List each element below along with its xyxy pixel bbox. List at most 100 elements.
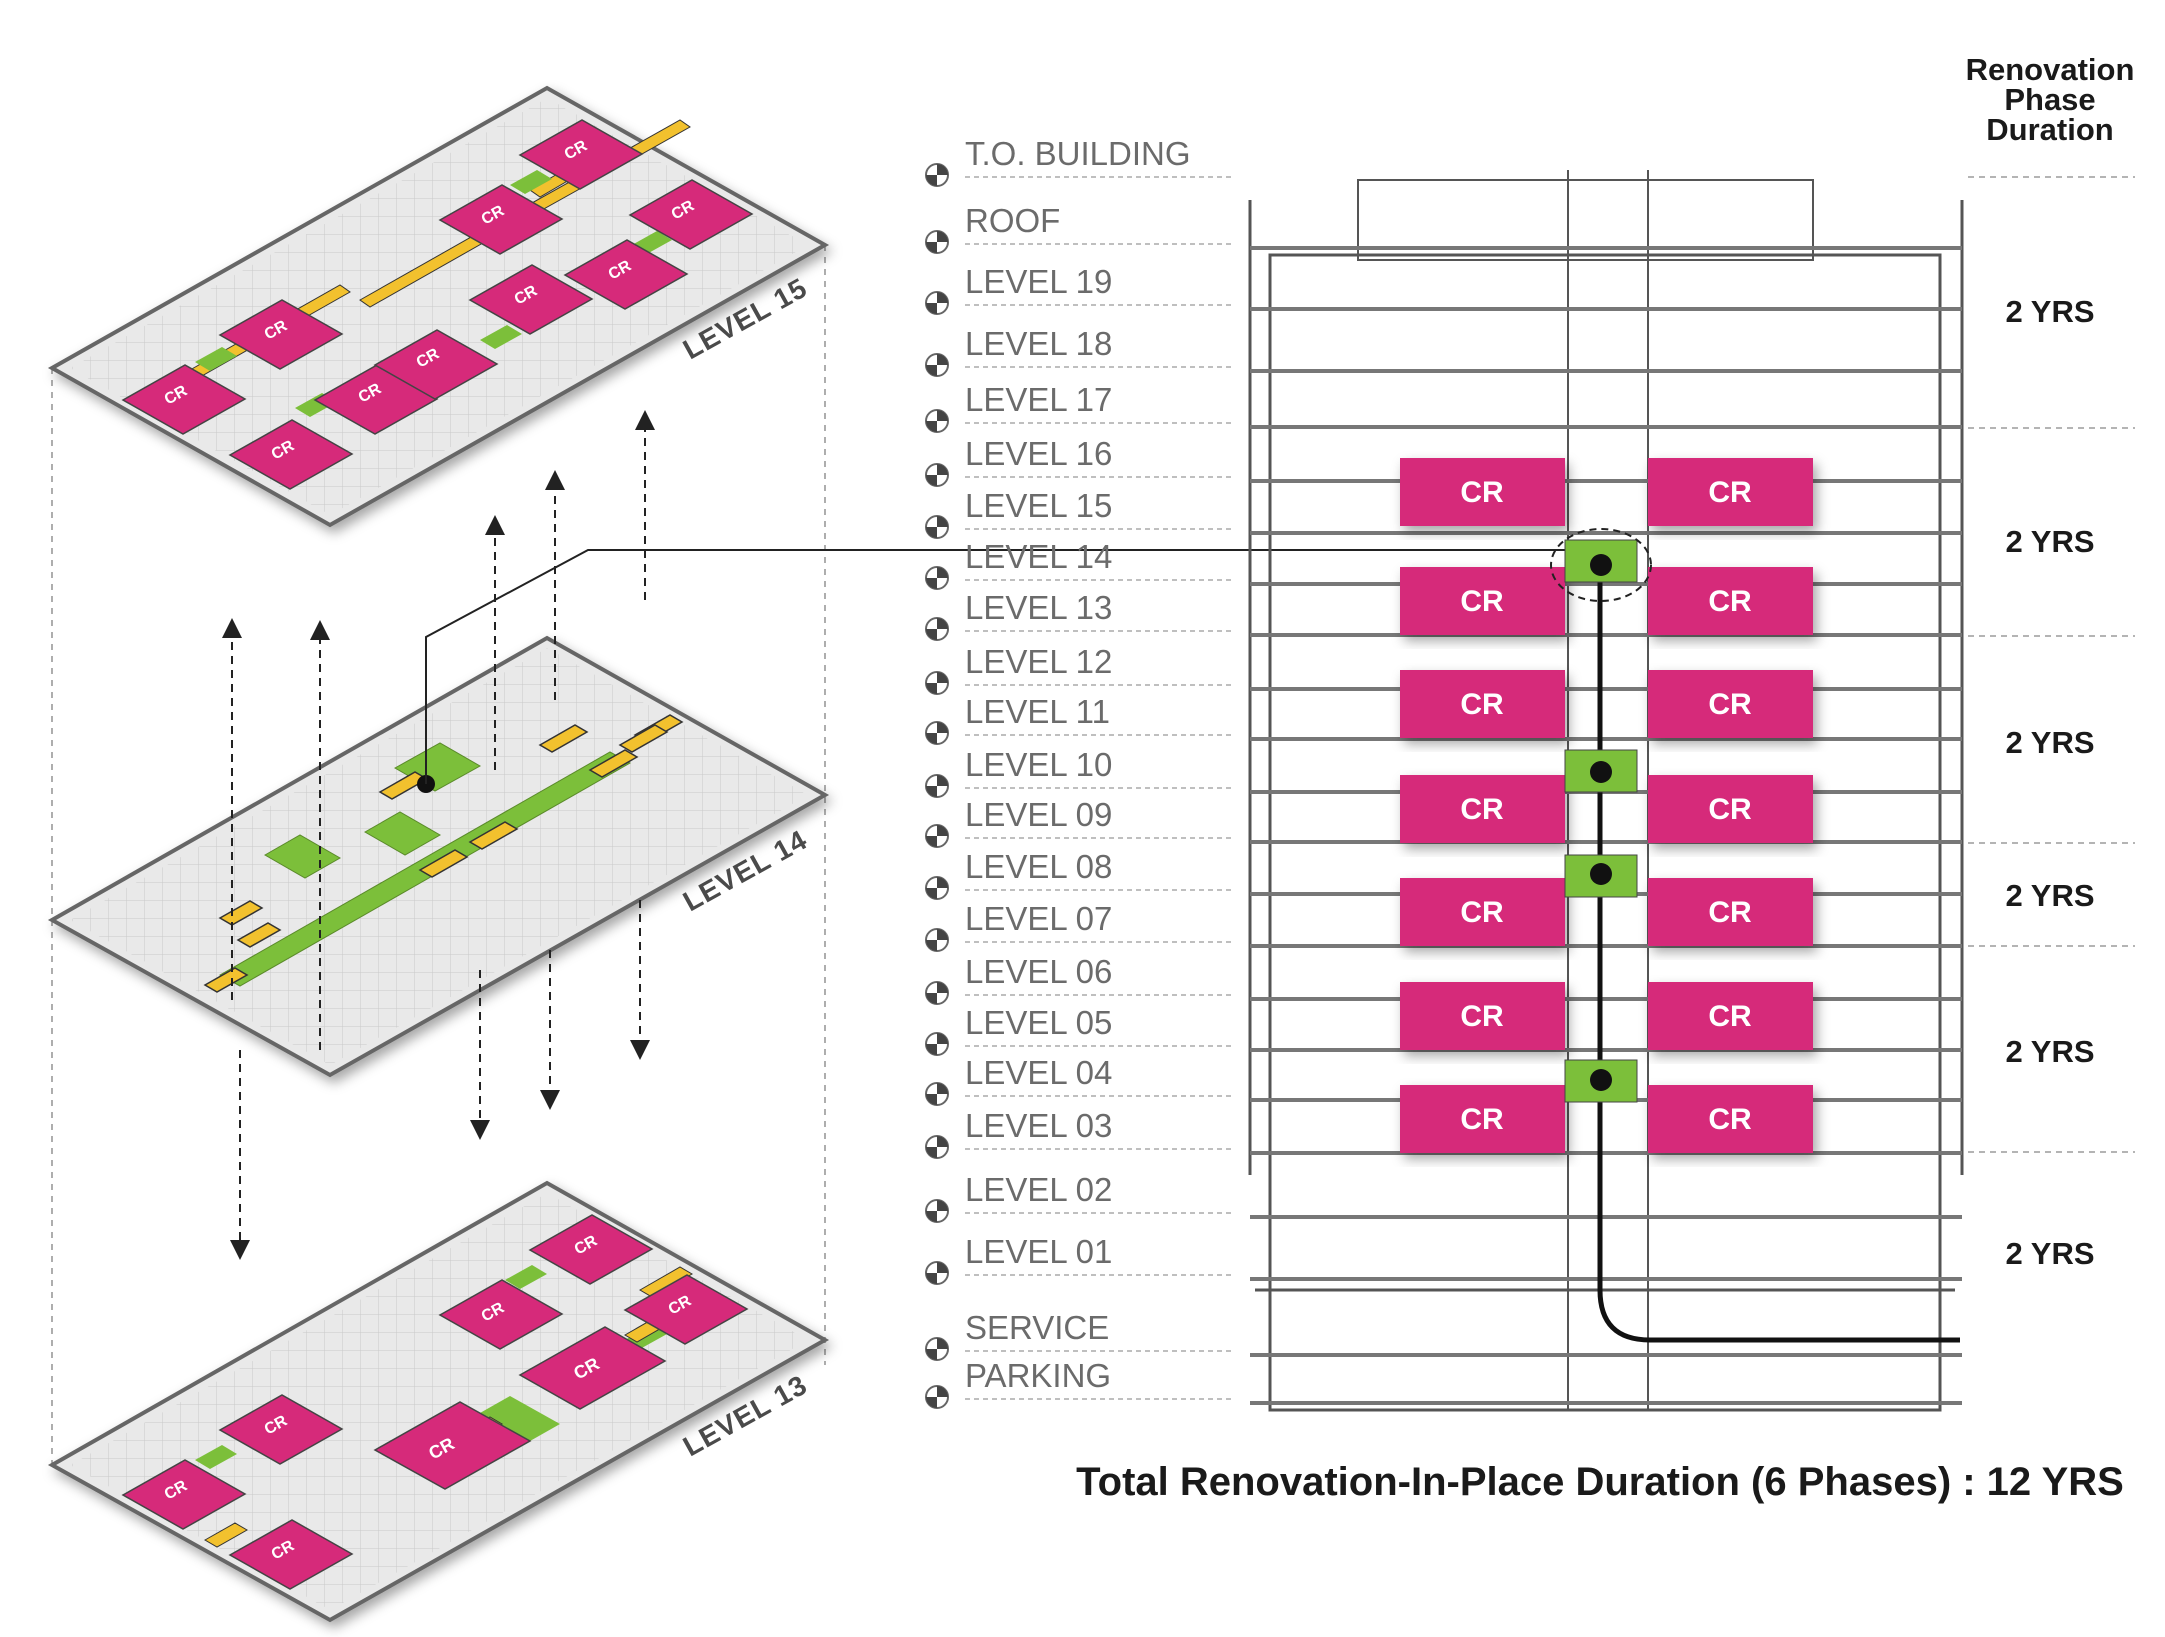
cr-block bbox=[1400, 775, 1565, 843]
level-label: LEVEL 02 bbox=[965, 1171, 1112, 1208]
cr-block bbox=[1648, 458, 1813, 526]
level-marker: LEVEL 04 bbox=[925, 1054, 1235, 1106]
cr-label: CR bbox=[1708, 896, 1752, 929]
level-marker: LEVEL 11 bbox=[925, 693, 1235, 745]
level-label: T.O. BUILDING bbox=[965, 135, 1191, 172]
phase-duration-2: 2 YRS bbox=[2005, 524, 2094, 559]
level-marker: LEVEL 12 bbox=[925, 643, 1235, 695]
level-label: LEVEL 19 bbox=[965, 263, 1112, 300]
cr-label: CR bbox=[1708, 1000, 1752, 1033]
level-marker: LEVEL 15 bbox=[925, 487, 1235, 539]
cr-block bbox=[1400, 567, 1565, 635]
cr-label: CR bbox=[1708, 585, 1752, 618]
phase-header-line-1: Renovation bbox=[1966, 52, 2135, 87]
level-marker: LEVEL 02 bbox=[925, 1171, 1235, 1223]
level-marker: LEVEL 07 bbox=[925, 900, 1235, 952]
cr-label: CR bbox=[1708, 476, 1752, 509]
level-marker: LEVEL 03 bbox=[925, 1107, 1235, 1159]
level-label: LEVEL 08 bbox=[965, 848, 1112, 885]
elevation-level-labels: T.O. BUILDING ROOF LEVEL 19 LEVEL 18 LEVEL 1… bbox=[925, 135, 1235, 1409]
level-label: ROOF bbox=[965, 202, 1060, 239]
level-marker: SERVICE bbox=[925, 1309, 1235, 1361]
phase-duration-3: 2 YRS bbox=[2005, 725, 2094, 760]
cr-label: CR bbox=[1708, 688, 1752, 721]
level-marker: LEVEL 05 bbox=[925, 1004, 1235, 1056]
total-duration-caption: Total Renovation-In-Place Duration (6 Ph… bbox=[1076, 1460, 2124, 1504]
phase-header-line-2: Phase bbox=[2004, 82, 2095, 117]
cr-label: CR bbox=[1460, 476, 1504, 509]
level-label: LEVEL 13 bbox=[965, 589, 1112, 626]
cr-block bbox=[1648, 1085, 1813, 1153]
level-label: LEVEL 16 bbox=[965, 435, 1112, 472]
level-marker: LEVEL 14 bbox=[925, 538, 1235, 590]
cr-label: CR bbox=[1460, 688, 1504, 721]
cr-block bbox=[1400, 458, 1565, 526]
level-label: LEVEL 17 bbox=[965, 381, 1112, 418]
level-marker: LEVEL 09 bbox=[925, 796, 1235, 848]
level-label: SERVICE bbox=[965, 1309, 1109, 1346]
plate-level-13: CR CR CR CR CR CR CR CR LEVEL 13 bbox=[47, 1180, 830, 1623]
level-marker: LEVEL 10 bbox=[925, 746, 1235, 798]
cr-block bbox=[1400, 670, 1565, 738]
level-label: PARKING bbox=[965, 1357, 1111, 1394]
cr-block bbox=[1400, 878, 1565, 946]
level-marker: LEVEL 08 bbox=[925, 848, 1235, 900]
cr-label: CR bbox=[1460, 1103, 1504, 1136]
level-marker: LEVEL 16 bbox=[925, 435, 1235, 487]
movement-arrows bbox=[222, 410, 655, 1260]
level-marker: LEVEL 17 bbox=[925, 381, 1235, 433]
cr-block bbox=[1400, 1085, 1565, 1153]
level-label: LEVEL 03 bbox=[965, 1107, 1112, 1144]
level-label: LEVEL 04 bbox=[965, 1054, 1112, 1091]
level-label: LEVEL 12 bbox=[965, 643, 1112, 680]
level-marker: LEVEL 06 bbox=[925, 953, 1235, 1005]
level-label: LEVEL 06 bbox=[965, 953, 1112, 990]
cr-blocks-l13 bbox=[121, 1214, 749, 1590]
level-label: LEVEL 10 bbox=[965, 746, 1112, 783]
cr-label: CR bbox=[1460, 896, 1504, 929]
cr-block bbox=[1400, 982, 1565, 1050]
level-marker: PARKING bbox=[925, 1357, 1235, 1409]
level-marker: T.O. BUILDING bbox=[925, 135, 1235, 187]
level-label: LEVEL 15 bbox=[965, 487, 1112, 524]
cr-block bbox=[1648, 670, 1813, 738]
level-marker: LEVEL 13 bbox=[925, 589, 1235, 641]
core-leader-line bbox=[425, 549, 1598, 784]
cr-block bbox=[1648, 567, 1813, 635]
cr-label: CR bbox=[1708, 793, 1752, 826]
floor-slabs bbox=[1250, 246, 1962, 1405]
level-label: LEVEL 09 bbox=[965, 796, 1112, 833]
phase-duration-1: 2 YRS bbox=[2005, 294, 2094, 329]
plate-level-15: CR CR CR CR CR CR CR CR CR CR LEVEL 15 bbox=[47, 85, 830, 528]
cr-block bbox=[1648, 878, 1813, 946]
core-chute bbox=[1550, 528, 1960, 1343]
plate-guides bbox=[51, 245, 826, 1465]
level-label: LEVEL 11 bbox=[965, 693, 1110, 730]
corridor-l14 bbox=[203, 714, 684, 993]
cr-block bbox=[1648, 982, 1813, 1050]
cr-label: CR bbox=[1460, 793, 1504, 826]
cr-block bbox=[1648, 775, 1813, 843]
level-marker: LEVEL 18 bbox=[925, 325, 1235, 377]
level-label: LEVEL 05 bbox=[965, 1004, 1112, 1041]
level-label: LEVEL 14 bbox=[965, 538, 1112, 575]
cr-label: CR bbox=[1460, 585, 1504, 618]
phase-duration-6: 2 YRS bbox=[2005, 1236, 2094, 1271]
phase-duration-5: 2 YRS bbox=[2005, 1034, 2094, 1069]
plate-level-14: LEVEL 14 bbox=[47, 635, 830, 1078]
phase-separators bbox=[1968, 176, 2135, 1153]
level-marker: LEVEL 01 bbox=[925, 1233, 1235, 1285]
level-label: LEVEL 01 bbox=[965, 1233, 1112, 1270]
phase-duration-4: 2 YRS bbox=[2005, 878, 2094, 913]
level-marker: LEVEL 19 bbox=[925, 263, 1235, 315]
cr-label: CR bbox=[1460, 1000, 1504, 1033]
cr-blocks-l15 bbox=[121, 119, 754, 490]
level-label: LEVEL 07 bbox=[965, 900, 1112, 937]
level-marker: ROOF bbox=[925, 202, 1235, 254]
phase-durations: 2 YRS 2 YRS 2 YRS 2 YRS 2 YRS 2 YRS bbox=[2005, 294, 2094, 1271]
phase-header-line-3: Duration bbox=[1986, 112, 2113, 147]
phase-duration-header: Renovation Phase Duration bbox=[1966, 52, 2135, 147]
level-label: LEVEL 18 bbox=[965, 325, 1112, 362]
